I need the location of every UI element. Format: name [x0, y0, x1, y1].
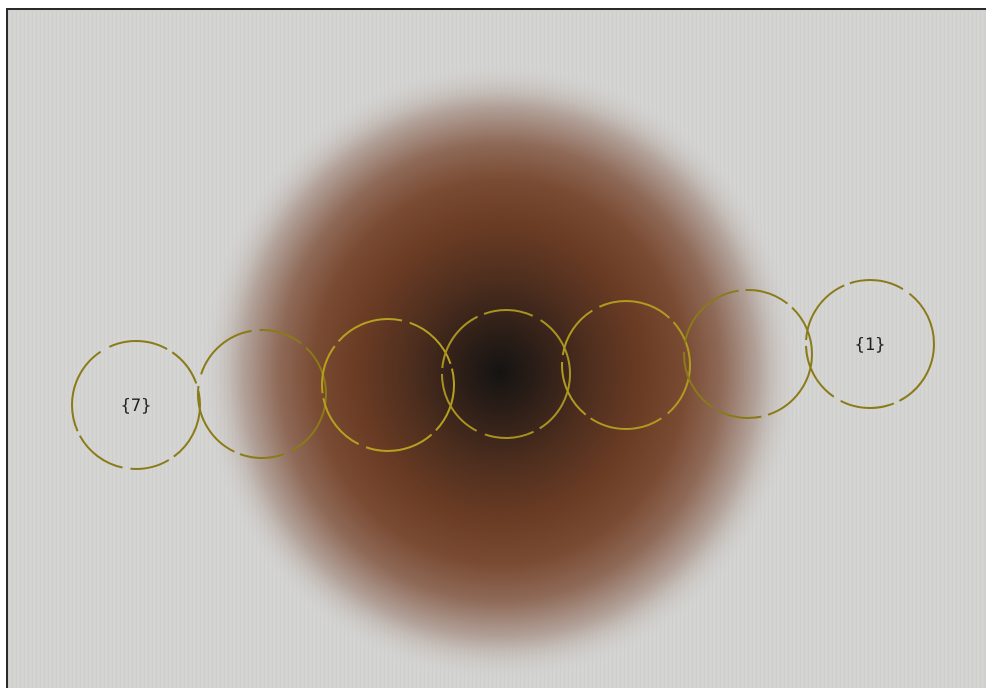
- scene-canvas: {7} {1}: [8, 10, 986, 688]
- label-left: {7}: [121, 396, 152, 416]
- label-right: {1}: [855, 335, 886, 355]
- dark-blob: [200, 62, 800, 682]
- viewport-frame: {7} {1}: [6, 8, 986, 688]
